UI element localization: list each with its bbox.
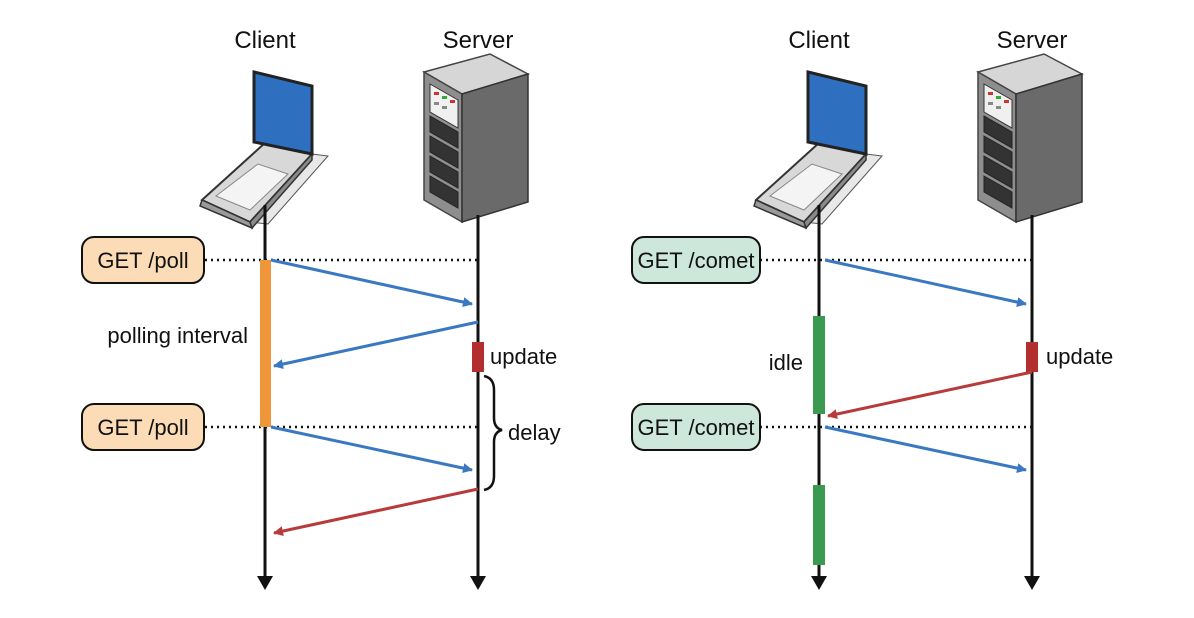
comet-request-box-1: GET /comet [631, 236, 761, 284]
poll-response-arrow-2 [273, 487, 479, 536]
polling-client-lifeline-arrowhead [257, 576, 273, 590]
polling-server-lifeline-arrowhead [470, 576, 486, 590]
polling-update-marker [472, 342, 484, 372]
poll-request-arrow-1 [270, 258, 473, 307]
server-tower-icon [977, 53, 1083, 223]
comet-request-arrow-1 [824, 258, 1027, 307]
server-tower-icon [423, 53, 529, 223]
poll-response-arrow-1 [273, 320, 479, 369]
comet-response-arrow-1 [827, 370, 1033, 419]
comet-panel: Client Server GET /comet GET /comet idle… [631, 27, 1113, 590]
poll-request-box-1: GET /poll [81, 236, 205, 284]
polling-client-header: Client [234, 27, 296, 54]
poll-request-label-1: GET /poll [97, 248, 188, 273]
laptop-icon [198, 70, 330, 230]
polling-server-header: Server [443, 27, 514, 54]
comet-idle-bar-2 [813, 485, 825, 565]
comet-request-arrow-2 [824, 425, 1027, 474]
polling-update-label: update [490, 344, 557, 369]
comet-idle-bar-1 [813, 316, 825, 414]
polling-interval-label: polling interval [107, 323, 248, 348]
poll-request-box-2: GET /poll [81, 403, 205, 451]
comet-request-label-2: GET /comet [638, 415, 755, 440]
polling-interval-bar [260, 260, 271, 427]
comet-idle-label: idle [769, 350, 803, 375]
comet-request-label-1: GET /comet [638, 248, 755, 273]
poll-request-arrow-2 [270, 425, 473, 474]
polling-panel: Client Server GET /poll GET /poll pollin… [81, 27, 561, 590]
laptop-icon [752, 70, 884, 230]
comet-server-lifeline-arrowhead [1024, 576, 1040, 590]
comet-update-marker [1026, 342, 1038, 372]
comet-client-header: Client [788, 27, 850, 54]
comet-update-label: update [1046, 344, 1113, 369]
poll-request-label-2: GET /poll [97, 415, 188, 440]
polling-delay-label: delay [508, 420, 561, 445]
delay-brace [483, 374, 503, 492]
comet-request-box-2: GET /comet [631, 403, 761, 451]
comet-server-header: Server [997, 27, 1068, 54]
comet-client-lifeline-arrowhead [811, 576, 827, 590]
